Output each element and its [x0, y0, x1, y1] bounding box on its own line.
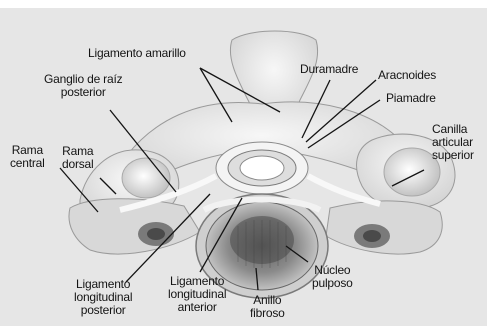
label-rama-dorsal: Rama dorsal: [62, 145, 93, 171]
label-ligamento-longitudinal-posterior: Ligamento longitudinal posterior: [74, 278, 132, 317]
label-nucleo-pulposo: Núcleo pulposo: [312, 264, 353, 290]
label-duramadre: Duramadre: [300, 63, 358, 76]
label-aracnoides: Aracnoides: [378, 69, 436, 82]
label-ligamento-longitudinal-anterior: Ligamento longitudinal anterior: [168, 275, 226, 314]
label-canilla-articular-superior: Canilla articular superior: [432, 123, 474, 162]
label-piamadre: Piamadre: [386, 92, 436, 105]
label-ganglio-raiz-posterior: Ganglio de raíz posterior: [44, 73, 122, 99]
label-anillo-fibroso: Anillo fibroso: [250, 294, 285, 320]
spinal-cord: [240, 156, 284, 180]
label-ligamento-amarillo: Ligamento amarillo: [88, 47, 186, 60]
label-rama-central: Rama central: [10, 144, 45, 170]
left-articular-facet: [122, 158, 170, 198]
